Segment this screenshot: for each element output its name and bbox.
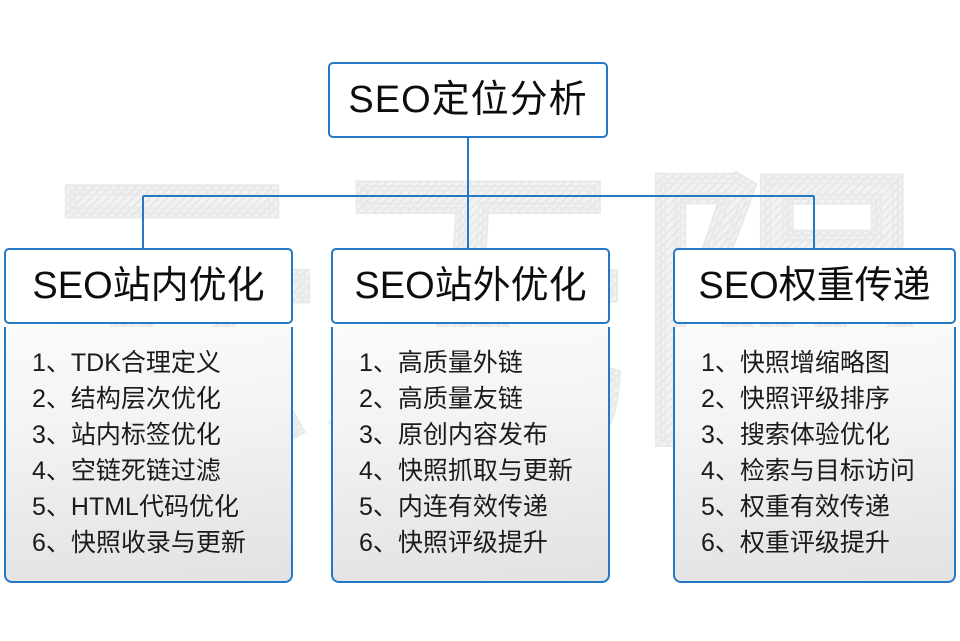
branch-header-3-title: SEO权重传递 <box>698 265 931 307</box>
list-item: 4、检索与目标访问 <box>701 457 915 485</box>
list-item: 6、快照收录与更新 <box>32 529 246 557</box>
list-item: 3、搜索体验优化 <box>701 421 890 449</box>
branch-body-2: 1、高质量外链 2、高质量友链 3、原创内容发布 4、快照抓取与更新 5、内连有… <box>331 327 610 583</box>
branch-header-3[interactable]: SEO权重传递 <box>673 248 956 324</box>
list-item: 4、空链死链过滤 <box>32 457 221 485</box>
branch-header-2-title: SEO站外优化 <box>354 265 587 307</box>
branch-column-1: SEO站内优化 1、TDK合理定义 2、结构层次优化 3、站内标签优化 4、空链… <box>4 248 293 583</box>
list-item: 5、HTML代码优化 <box>32 493 239 521</box>
list-item: 3、站内标签优化 <box>32 421 221 449</box>
list-item: 3、原创内容发布 <box>359 421 548 449</box>
list-item: 1、高质量外链 <box>359 349 523 377</box>
branch-list-3: 1、快照增缩略图 2、快照评级排序 3、搜索体验优化 4、检索与目标访问 5、权… <box>675 345 954 561</box>
root-node-title: SEO定位分析 <box>348 79 588 121</box>
list-item: 6、权重评级提升 <box>701 529 890 557</box>
list-item: 4、快照抓取与更新 <box>359 457 573 485</box>
branch-header-1-title: SEO站内优化 <box>32 265 265 307</box>
list-item: 5、权重有效传递 <box>701 493 890 521</box>
branch-column-2: SEO站外优化 1、高质量外链 2、高质量友链 3、原创内容发布 4、快照抓取与… <box>331 248 610 583</box>
list-item: 2、高质量友链 <box>359 385 523 413</box>
list-item: 2、结构层次优化 <box>32 385 221 413</box>
branch-header-1[interactable]: SEO站内优化 <box>4 248 293 324</box>
list-item: 1、快照增缩略图 <box>701 349 890 377</box>
branch-header-2[interactable]: SEO站外优化 <box>331 248 610 324</box>
branch-body-1: 1、TDK合理定义 2、结构层次优化 3、站内标签优化 4、空链死链过滤 5、H… <box>4 327 293 583</box>
list-item: 5、内连有效传递 <box>359 493 548 521</box>
list-item: 1、TDK合理定义 <box>32 349 221 377</box>
branch-body-3: 1、快照增缩略图 2、快照评级排序 3、搜索体验优化 4、检索与目标访问 5、权… <box>673 327 956 583</box>
list-item: 6、快照评级提升 <box>359 529 548 557</box>
list-item: 2、快照评级排序 <box>701 385 890 413</box>
branch-list-1: 1、TDK合理定义 2、结构层次优化 3、站内标签优化 4、空链死链过滤 5、H… <box>6 345 291 561</box>
root-node[interactable]: SEO定位分析 <box>328 62 608 138</box>
branch-list-2: 1、高质量外链 2、高质量友链 3、原创内容发布 4、快照抓取与更新 5、内连有… <box>333 345 608 561</box>
branch-column-3: SEO权重传递 1、快照增缩略图 2、快照评级排序 3、搜索体验优化 4、检索与… <box>673 248 956 583</box>
